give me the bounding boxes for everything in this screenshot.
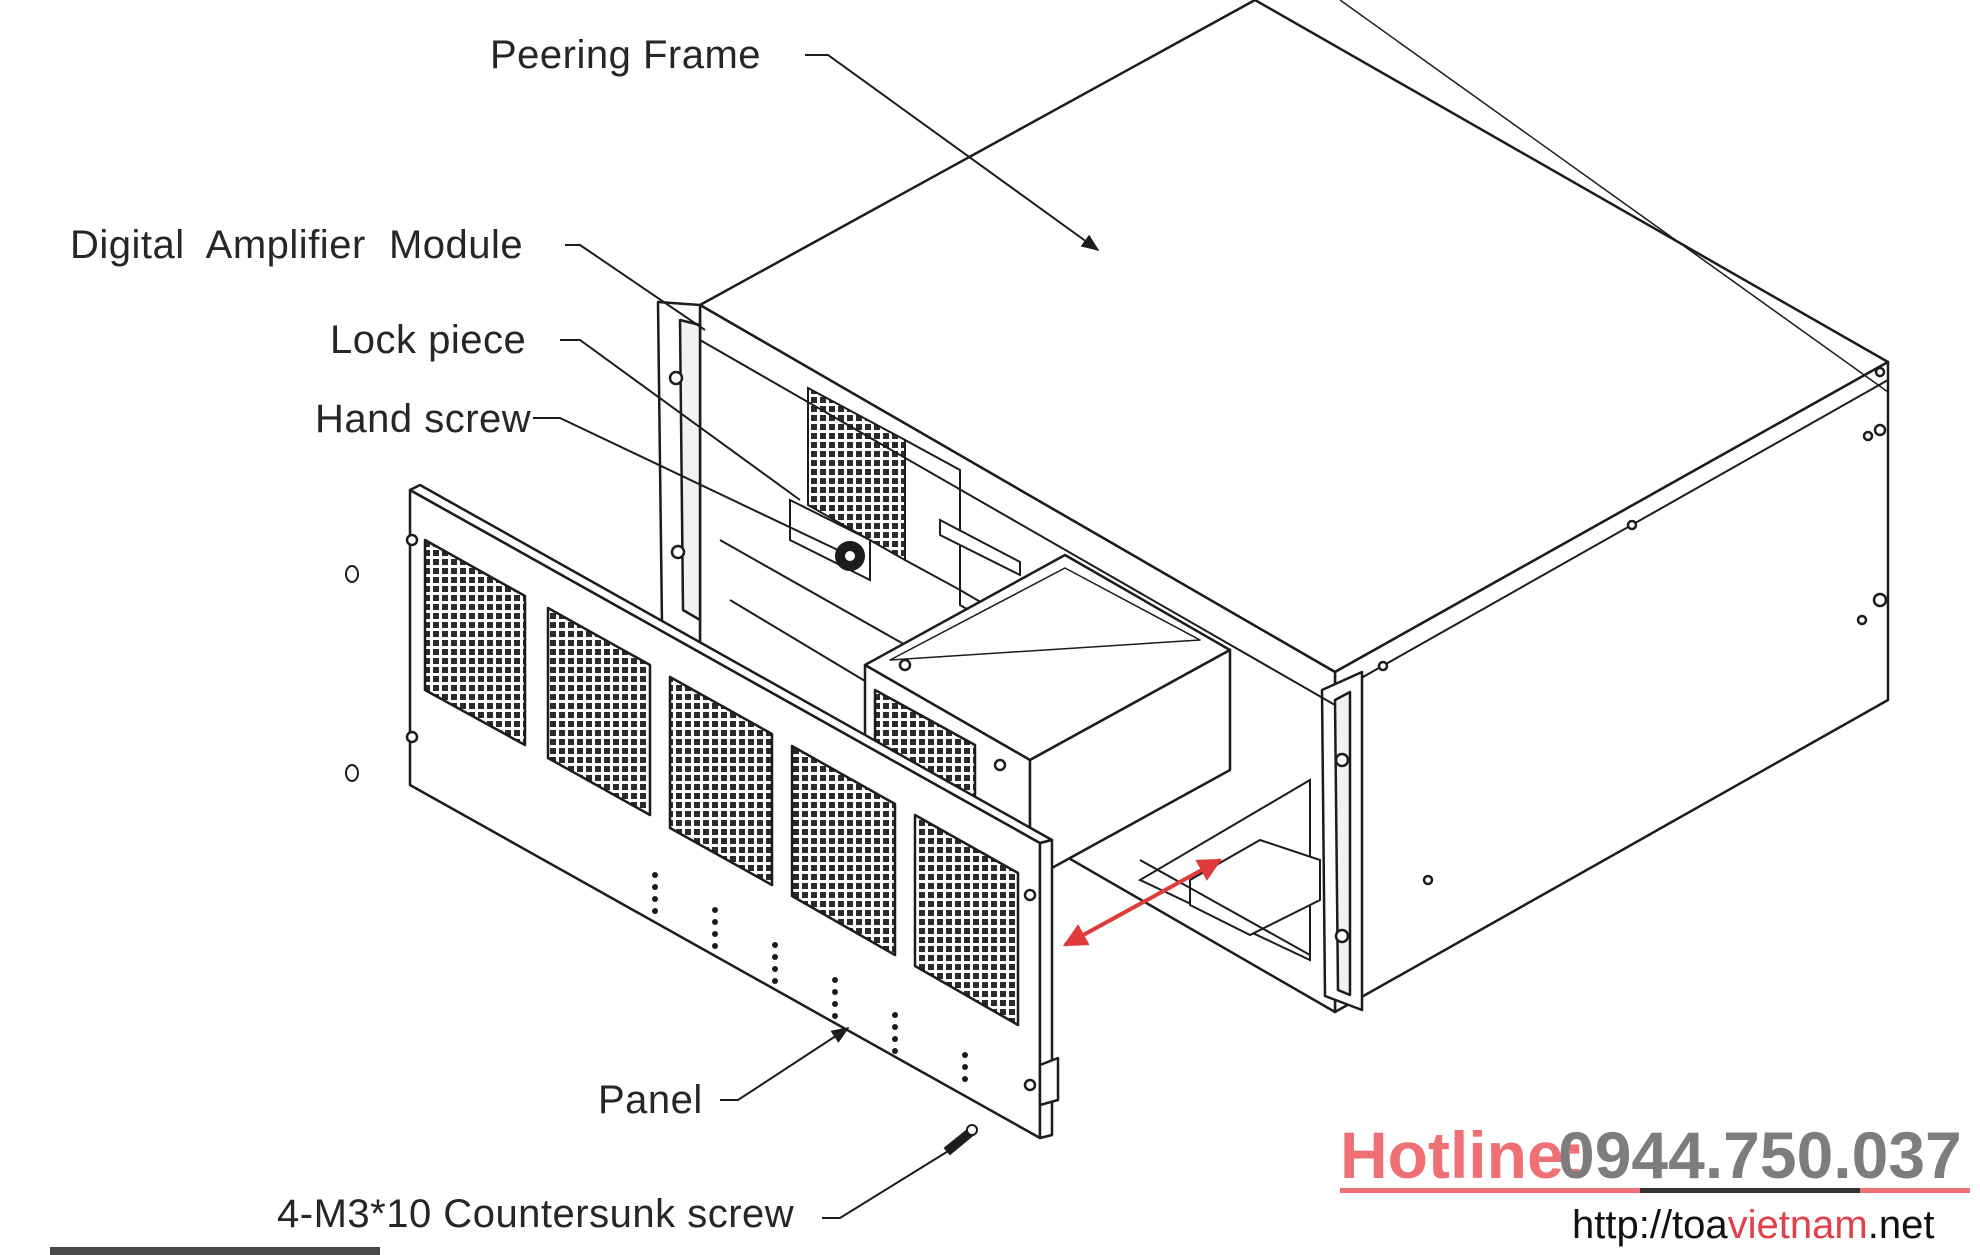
cut-off-caption xyxy=(50,1247,380,1255)
hotline-number: 0944.750.037 xyxy=(1558,1118,1962,1192)
panel-indicator-dots xyxy=(652,872,968,1082)
url-suffix: .net xyxy=(1868,1203,1935,1247)
hotline-label: Hotline: xyxy=(1340,1118,1586,1192)
url-accent: vietnam xyxy=(1728,1203,1868,1247)
label-panel: Panel xyxy=(598,1078,703,1122)
screw-icon xyxy=(345,764,359,782)
hotline-underline-dark xyxy=(1640,1188,1860,1193)
label-peering-frame: Peering Frame xyxy=(490,33,761,77)
leader-lines xyxy=(533,54,1100,1219)
hotline-watermark: Hotline: 0944.750.037 http://toavietnam.… xyxy=(1340,1118,1970,1247)
hotline-underline-red xyxy=(1340,1188,1640,1193)
label-digital-amplifier-module: Digital Amplifier Module xyxy=(70,223,523,267)
front-panel xyxy=(405,483,1060,1140)
label-lock-piece: Lock piece xyxy=(330,318,526,362)
panel-vent-4 xyxy=(790,744,897,957)
panel-vent-5 xyxy=(913,813,1020,1027)
label-hand-screw: Hand screw xyxy=(315,397,531,441)
website-url: http://toavietnam.net xyxy=(1572,1203,1934,1247)
label-countersunk-screw: 4-M3*10 Countersunk screw xyxy=(277,1192,794,1236)
panel-vent-2 xyxy=(546,606,652,817)
screw-icon xyxy=(345,565,359,583)
url-prefix: http://toa xyxy=(1572,1203,1728,1247)
hotline-underline-red-2 xyxy=(1860,1188,1970,1193)
panel-vent-1 xyxy=(423,538,527,747)
slide-direction-arrow xyxy=(1062,858,1223,947)
panel-vent-3 xyxy=(668,675,774,887)
